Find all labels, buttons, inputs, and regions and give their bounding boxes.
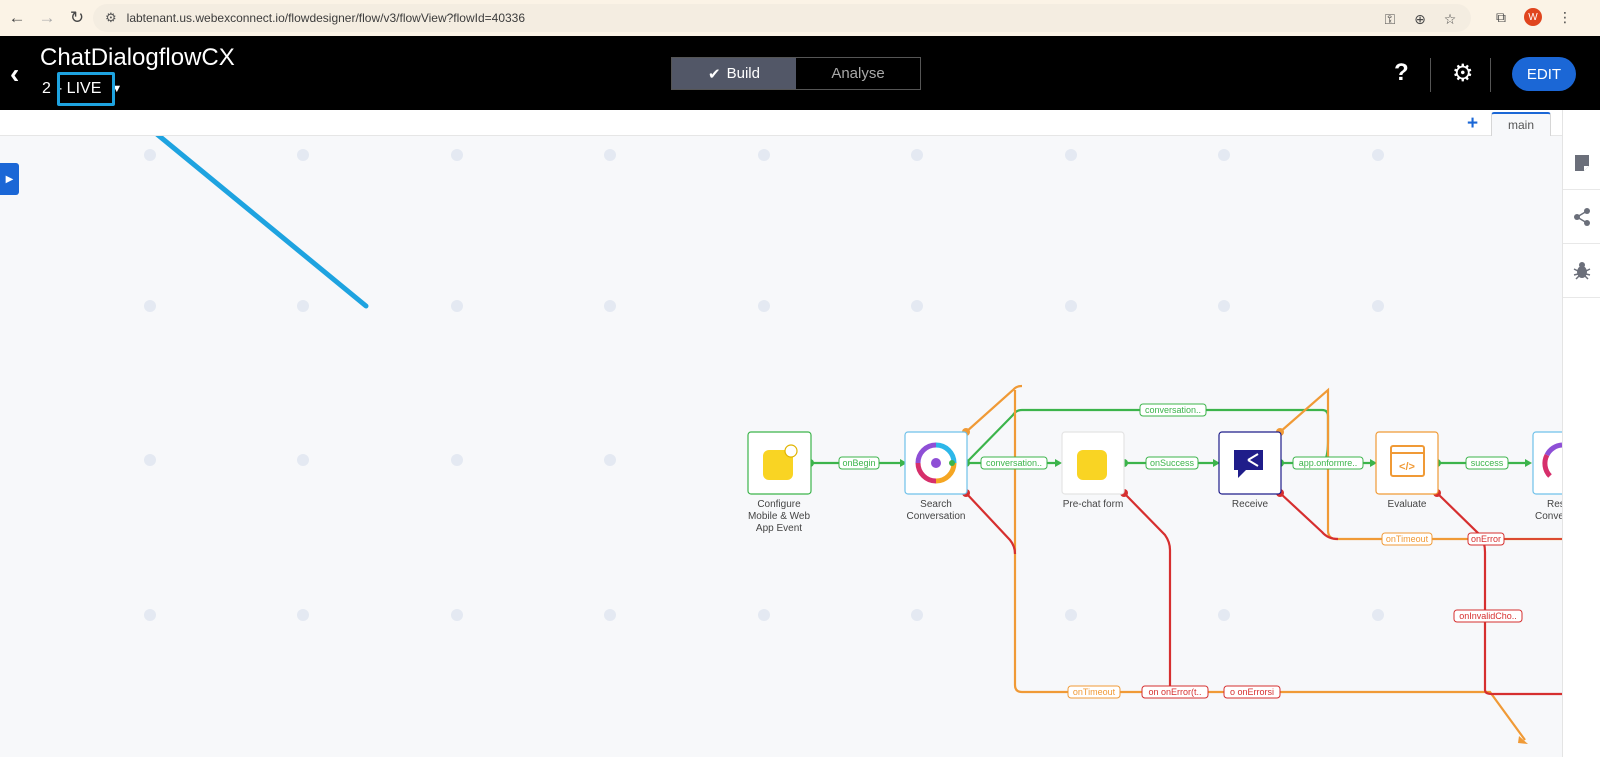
svg-text:</>: </> [1399, 461, 1415, 473]
version-selector[interactable]: 2 - LIVE ▼ [42, 80, 122, 98]
node-label: Res [1547, 499, 1562, 510]
chevron-left-icon[interactable]: ‹ [10, 58, 20, 89]
callout-arrowhead [107, 113, 142, 133]
edge-label: on onError(t.. [1148, 687, 1201, 697]
node-receive[interactable]: Receive [1218, 431, 1282, 510]
edge-label: onTimeout [1386, 534, 1429, 544]
divider [1430, 58, 1431, 92]
conversation-icon [915, 442, 957, 484]
tab-analyse[interactable]: Analyse [796, 58, 920, 89]
expand-panel-button[interactable]: ▶ [0, 163, 19, 195]
node-label: Configure [757, 499, 801, 510]
node-label: App Event [756, 523, 802, 534]
back-icon[interactable]: ← [8, 8, 26, 27]
version-status: - LIVE [56, 80, 102, 97]
edge-red-search[interactable] [965, 492, 1017, 555]
gear-icon[interactable]: ⚙ [1452, 60, 1474, 87]
receive-chat-icon [1234, 450, 1263, 478]
edge-label: onTimeout [1073, 687, 1116, 697]
live-highlight-box [57, 72, 115, 106]
avatar[interactable]: W [1524, 8, 1542, 26]
node-label: Mobile & Web [748, 511, 811, 522]
edge-label: success [1471, 458, 1504, 468]
node-label: Receive [1232, 499, 1269, 510]
node-search-conversation[interactable]: Search Conversation [904, 431, 968, 522]
bookmark-star-icon[interactable]: ☆ [1443, 10, 1457, 27]
flow-canvas[interactable]: Configure Mobile & Web App Event Search … [0, 110, 1562, 757]
edge-label: onBegin [842, 458, 875, 468]
node-label: Evaluate [1388, 499, 1427, 510]
edge-red-prechat[interactable] [1123, 492, 1172, 692]
edge-label: conversation.. [1145, 405, 1201, 415]
app-header: ‹ ChatDialogflowCX 2 - LIVE ▼ ✔ Build An… [0, 36, 1600, 110]
url-text: labtenant.us.webexconnect.io/flowdesigne… [126, 11, 526, 25]
reload-icon[interactable]: ↻ [69, 8, 85, 27]
version-number: 2 [42, 80, 51, 97]
node-label: Conve [1535, 511, 1562, 522]
tab-build[interactable]: ✔ Build [672, 58, 796, 89]
edge-label: conversation.. [986, 458, 1042, 468]
forward-icon[interactable]: → [38, 8, 56, 27]
edge-red-receive[interactable] [1279, 492, 1339, 541]
help-icon[interactable]: ? [1394, 59, 1409, 86]
edge-red-evaluate[interactable] [1436, 492, 1562, 696]
edge-label: onSuccess [1150, 458, 1195, 468]
right-tool-panel [1562, 110, 1600, 757]
divider [1490, 58, 1491, 92]
site-info-icon[interactable]: ⚙ [105, 10, 117, 25]
edge-label: onInvalidCho.. [1459, 611, 1517, 621]
flow-tabs: + main [0, 110, 1562, 136]
edge-orange-up[interactable] [965, 384, 1023, 433]
check-icon: ✔ [708, 65, 721, 83]
code-window-icon: </> [1390, 445, 1425, 477]
edge-label: o onErrorsi [1230, 687, 1274, 697]
edge-label: onError [1471, 534, 1501, 544]
flow-diagram: Configure Mobile & Web App Event Search … [127, 110, 1562, 744]
node-label: Pre-chat form [1063, 499, 1124, 510]
browser-toolbar: ← → ↻ ⚙ labtenant.us.webexconnect.io/flo… [0, 0, 1600, 36]
arrowheads [900, 459, 1532, 467]
extensions-icon[interactable]: ⧉ [1496, 8, 1506, 25]
add-tab-button[interactable]: + [1467, 113, 1479, 134]
more-menu-icon[interactable]: ⋮ [1558, 8, 1572, 25]
edit-button[interactable]: EDIT [1512, 57, 1576, 91]
node-evaluate[interactable]: </> Evaluate [1375, 431, 1439, 510]
callout-arrow [127, 110, 369, 309]
share-icon[interactable] [1563, 190, 1600, 244]
grid-dots [144, 149, 1384, 621]
node-configure[interactable]: Configure Mobile & Web App Event [747, 431, 812, 534]
edge-labels: onBegin conversation.. conversation.. on… [838, 403, 1523, 699]
node-prechat-form[interactable]: Pre-chat form [1061, 431, 1125, 510]
caret-down-icon[interactable]: ▼ [111, 83, 123, 95]
page-title: ChatDialogflowCX [40, 44, 235, 71]
notes-icon[interactable] [1563, 136, 1600, 190]
node-resolve-conversation[interactable]: Res Conve [1532, 431, 1562, 522]
zoom-icon[interactable]: ⊕ [1414, 10, 1426, 27]
node-label: Conversation [907, 511, 966, 522]
mode-toggle: ✔ Build Analyse [671, 57, 921, 90]
password-key-icon[interactable]: ⚿ [1384, 10, 1396, 27]
edge-ontimeout-bottom[interactable] [1013, 390, 1526, 741]
edge-label: app.onformre.. [1299, 458, 1358, 468]
node-label: Search [920, 499, 952, 510]
tab-main[interactable]: main [1491, 112, 1551, 136]
debug-bug-icon[interactable] [1563, 244, 1600, 298]
address-bar[interactable]: ⚙ labtenant.us.webexconnect.io/flowdesig… [93, 4, 1471, 32]
